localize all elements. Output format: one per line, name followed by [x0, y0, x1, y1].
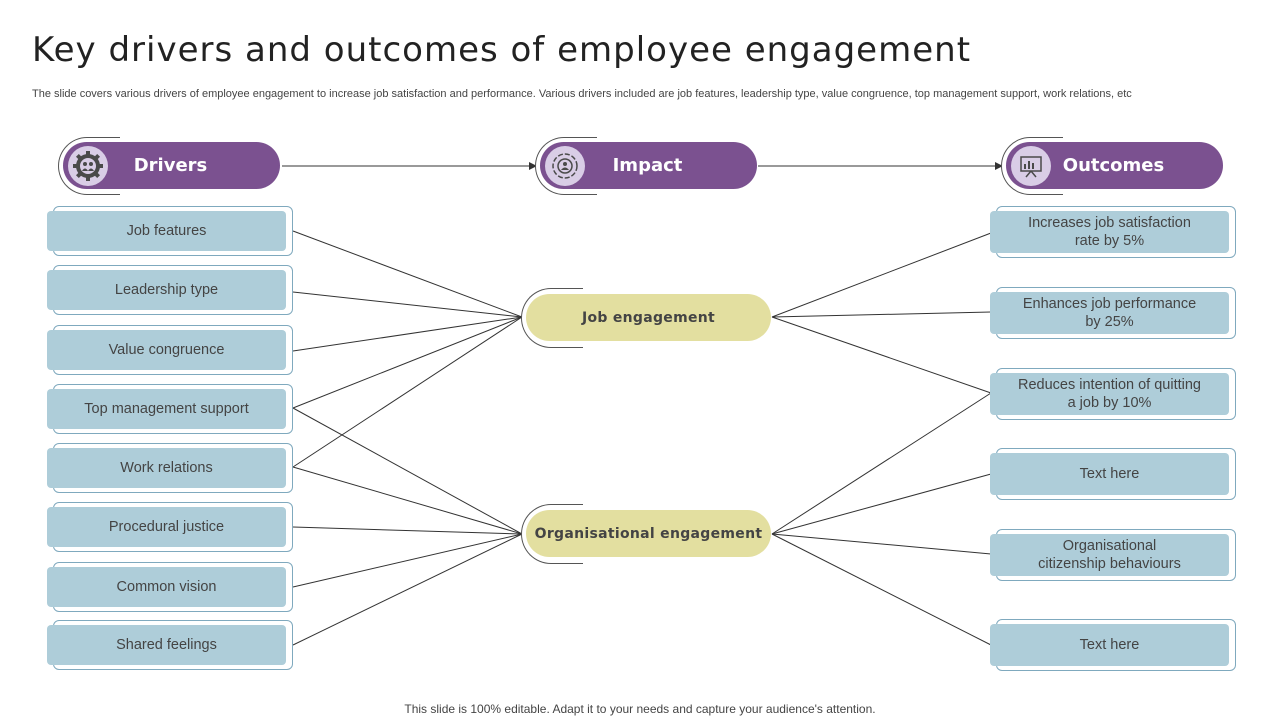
driver-label: Work relations [47, 448, 286, 488]
outcome-label: Organisational citizenship behaviours [990, 534, 1229, 576]
driver-label: Top management support [47, 389, 286, 429]
link-feelings-org-engagement [292, 533, 523, 646]
page-subtitle: The slide covers various drivers of empl… [32, 88, 1132, 100]
driver-box: Procedural justice [47, 502, 293, 552]
target-people-icon [545, 146, 585, 186]
outcome-label: Text here [990, 453, 1229, 495]
link-vision-org-engagement [292, 533, 523, 588]
impact-label: Impact [612, 155, 683, 176]
link-work-job-engagement [292, 316, 523, 468]
driver-box: Job features [47, 206, 293, 256]
link-procedural-org-engagement [292, 526, 523, 535]
presentation-board-icon [1011, 146, 1051, 186]
outcome-label: Enhances job performance by 25% [990, 292, 1229, 334]
drivers-label: Drivers [133, 155, 208, 176]
outcome-box: Enhances job performance by 25% [990, 287, 1236, 339]
impact-job-engagement: Job engagement [521, 288, 773, 348]
driver-box: Leadership type [47, 265, 293, 315]
driver-label: Shared feelings [47, 625, 286, 665]
header-outcomes: Outcomes [1001, 137, 1225, 195]
link-topmgmt-job-engagement [292, 316, 523, 409]
outcomes-label: Outcomes [1062, 155, 1165, 176]
link-job-engagement-outcome-2 [771, 311, 992, 318]
outcome-box: Increases job satisfaction rate by 5% [990, 206, 1236, 258]
outcome-box: Organisational citizenship behaviours [990, 529, 1236, 581]
driver-box: Top management support [47, 384, 293, 434]
link-leadership-job-engagement [292, 291, 523, 318]
driver-box: Shared feelings [47, 620, 293, 670]
outcome-label: Text here [990, 624, 1229, 666]
link-org-engagement-outcome-6 [771, 533, 992, 646]
impact-label: Job engagement [526, 294, 771, 341]
footer-note: This slide is 100% editable. Adapt it to… [404, 702, 876, 716]
link-job-engagement-outcome-3 [771, 316, 992, 394]
link-topmgmt-org-engagement [292, 407, 523, 535]
driver-box: Common vision [47, 562, 293, 612]
driver-label: Leadership type [47, 270, 286, 310]
driver-box: Value congruence [47, 325, 293, 375]
driver-label: Common vision [47, 567, 286, 607]
link-job-features-job-engagement [292, 230, 523, 318]
driver-box: Work relations [47, 443, 293, 493]
outcome-label: Increases job satisfaction rate by 5% [990, 211, 1229, 253]
link-org-engagement-outcome-5 [771, 533, 992, 555]
outcome-label: Reduces intention of quitting a job by 1… [990, 373, 1229, 415]
driver-label: Procedural justice [47, 507, 286, 547]
outcome-box: Text here [990, 619, 1236, 671]
link-org-engagement-outcome-4 [771, 473, 992, 535]
header-drivers: Drivers [58, 137, 282, 195]
link-value-job-engagement [292, 316, 523, 352]
header-impact: Impact [535, 137, 759, 195]
link-org-engagement-outcome-3 [771, 392, 992, 535]
impact-label: Organisational engagement [526, 510, 771, 557]
link-work-org-engagement [292, 466, 523, 535]
link-job-engagement-outcome-1 [771, 232, 992, 318]
page-title: Key drivers and outcomes of employee eng… [32, 30, 972, 70]
driver-label: Job features [47, 211, 286, 251]
outcome-box: Reduces intention of quitting a job by 1… [990, 368, 1236, 420]
impact-organisational-engagement: Organisational engagement [521, 504, 773, 564]
driver-label: Value congruence [47, 330, 286, 370]
outcome-box: Text here [990, 448, 1236, 500]
gear-people-icon [68, 146, 108, 186]
